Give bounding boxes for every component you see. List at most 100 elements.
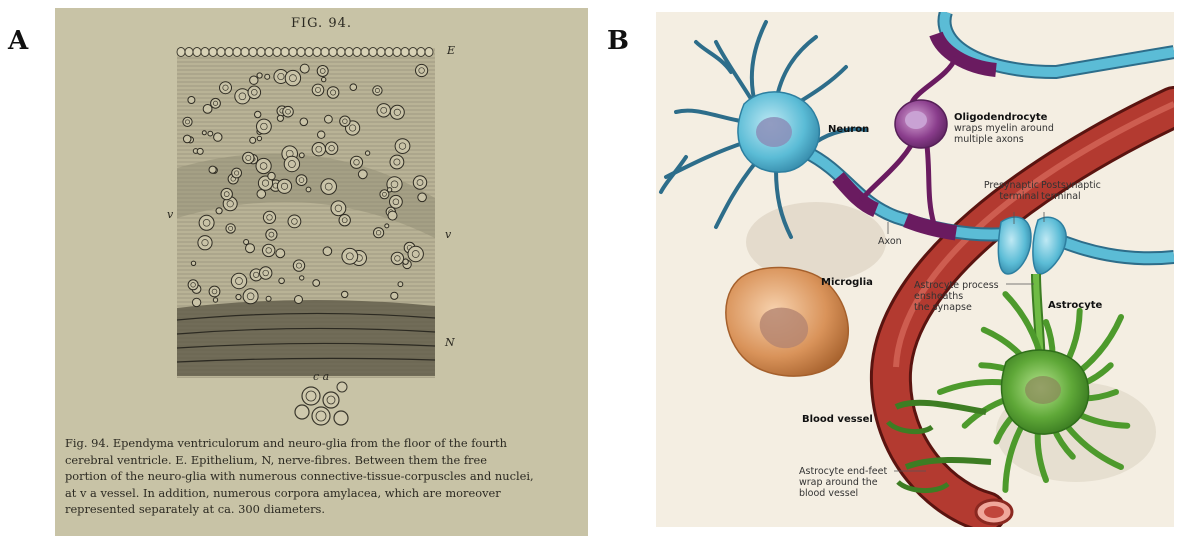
corpuscle bbox=[211, 98, 221, 108]
panel-label-b: B bbox=[607, 26, 629, 56]
plate-letter-ca: c a bbox=[313, 370, 329, 383]
corpuscle bbox=[293, 260, 304, 271]
label-end-feet: Astrocyte end-feet wrap around the blood… bbox=[799, 466, 887, 499]
label-astrocyte-process-line: Astrocyte process bbox=[914, 280, 999, 291]
plate-letter-e: E bbox=[447, 44, 455, 57]
corpuscle bbox=[263, 244, 275, 256]
corpuscle bbox=[395, 139, 410, 154]
epithelial-cell bbox=[337, 48, 345, 57]
epithelial-cell bbox=[297, 48, 305, 57]
corpuscle bbox=[183, 135, 191, 143]
label-end-feet-line: Astrocyte end-feet bbox=[799, 466, 887, 477]
corpuscle bbox=[265, 74, 270, 79]
label-presynaptic: Presynaptic terminal bbox=[969, 180, 1039, 202]
corpuscle bbox=[198, 236, 212, 250]
postsynaptic-terminal bbox=[1033, 217, 1066, 274]
corpuscle bbox=[283, 106, 294, 117]
corpuscle bbox=[263, 211, 275, 223]
epithelial-cell bbox=[241, 48, 249, 57]
presynaptic-terminal bbox=[998, 217, 1031, 274]
corpuscle bbox=[321, 179, 337, 195]
corpuscle bbox=[403, 259, 408, 264]
label-oligodendrocyte-desc: wraps myelin around bbox=[954, 123, 1054, 134]
corpuscle bbox=[398, 282, 403, 287]
figure-caption: Fig. 94. Ependyma ventriculorum and neur… bbox=[65, 435, 580, 518]
corpuscle bbox=[323, 247, 332, 256]
glia-illustration-panel: Neuron Oligodendrocyte wraps myelin arou… bbox=[656, 12, 1174, 527]
epithelial-cell bbox=[361, 48, 369, 57]
corpuscle bbox=[373, 86, 382, 95]
epithelial-cell bbox=[265, 48, 273, 57]
corpuscle bbox=[250, 76, 258, 84]
corpuscle bbox=[213, 298, 217, 302]
epithelial-cell bbox=[185, 48, 193, 57]
label-postsynaptic-line: terminal bbox=[1041, 191, 1101, 202]
historical-plate-panel: FIG. 94. E v v N c a Fig. 94. Ependyma v… bbox=[55, 8, 588, 536]
corpuscle bbox=[418, 193, 427, 202]
corpuscle bbox=[266, 229, 277, 240]
corpuscle bbox=[220, 82, 232, 94]
label-microglia: Microglia bbox=[821, 277, 873, 288]
corpuscle bbox=[306, 187, 311, 192]
corpuscle bbox=[209, 166, 216, 173]
corpuscle bbox=[246, 244, 255, 253]
label-end-feet-line: blood vessel bbox=[799, 488, 887, 499]
corpuscle bbox=[250, 137, 256, 143]
epithelial-cell bbox=[313, 48, 321, 57]
corpuscle bbox=[408, 246, 423, 261]
epithelial-cell bbox=[257, 48, 265, 57]
corpuscle bbox=[385, 224, 389, 228]
corpuscle bbox=[231, 273, 246, 288]
corpuscle bbox=[331, 201, 346, 216]
epithelial-cell bbox=[377, 48, 385, 57]
label-presynaptic-line: Presynaptic bbox=[969, 180, 1039, 191]
corpuscle bbox=[257, 136, 261, 140]
corpuscle bbox=[257, 190, 266, 199]
figure-title: FIG. 94. bbox=[55, 16, 588, 31]
neuron-dendrite bbox=[676, 111, 746, 122]
label-oligodendrocyte-title: Oligodendrocyte bbox=[954, 112, 1054, 123]
corpuscle bbox=[350, 84, 357, 91]
corpuscle bbox=[374, 228, 384, 238]
corpuscle bbox=[313, 280, 320, 287]
epithelial-cell bbox=[353, 48, 361, 57]
corpuscle bbox=[358, 170, 367, 179]
corpuscle bbox=[377, 104, 390, 117]
plate-letter-v-right: v bbox=[445, 228, 451, 241]
corpuscle bbox=[255, 111, 261, 117]
corpuscle bbox=[340, 116, 350, 126]
caption-line: cerebral ventricle. E. Epithelium, N, ne… bbox=[65, 452, 580, 469]
corpuscle bbox=[276, 249, 285, 258]
epithelial-cell bbox=[393, 48, 401, 57]
neuron-dendrite bbox=[716, 162, 756, 227]
corpuscle bbox=[388, 211, 397, 220]
corpuscle bbox=[312, 84, 324, 96]
corpuscle bbox=[256, 158, 271, 173]
epithelial-cell bbox=[225, 48, 233, 57]
caption-line: portion of the neuro-glia with numerous … bbox=[65, 468, 580, 485]
epithelial-cell bbox=[273, 48, 281, 57]
label-blood-vessel: Blood vessel bbox=[802, 414, 873, 425]
corpuscle bbox=[268, 172, 275, 179]
corpuscle bbox=[342, 291, 348, 297]
corpuscle bbox=[317, 66, 328, 77]
caption-line: Fig. 94. Ependyma ventriculorum and neur… bbox=[65, 435, 580, 452]
corpuscle bbox=[188, 280, 198, 290]
label-oligodendrocyte-desc: multiple axons bbox=[954, 134, 1054, 145]
corpuscle bbox=[325, 142, 337, 154]
corpuscle bbox=[202, 131, 206, 135]
corpuscle bbox=[191, 261, 195, 265]
corpuscle bbox=[300, 118, 308, 126]
plate-letter-v-left: v bbox=[167, 208, 173, 221]
epithelial-cell bbox=[281, 48, 289, 57]
corpuscle bbox=[296, 175, 307, 186]
label-end-feet-line: wrap around the bbox=[799, 477, 887, 488]
corpuscle bbox=[279, 278, 285, 284]
epithelial-cell bbox=[321, 48, 329, 57]
epithelial-cell bbox=[425, 48, 433, 57]
oligodendrocyte bbox=[895, 100, 947, 148]
corpuscle bbox=[188, 97, 195, 104]
label-astrocyte-process-line: ensheaths bbox=[914, 291, 999, 302]
label-astrocyte-process-line: the synapse bbox=[914, 302, 999, 313]
corpuscle bbox=[243, 289, 258, 304]
